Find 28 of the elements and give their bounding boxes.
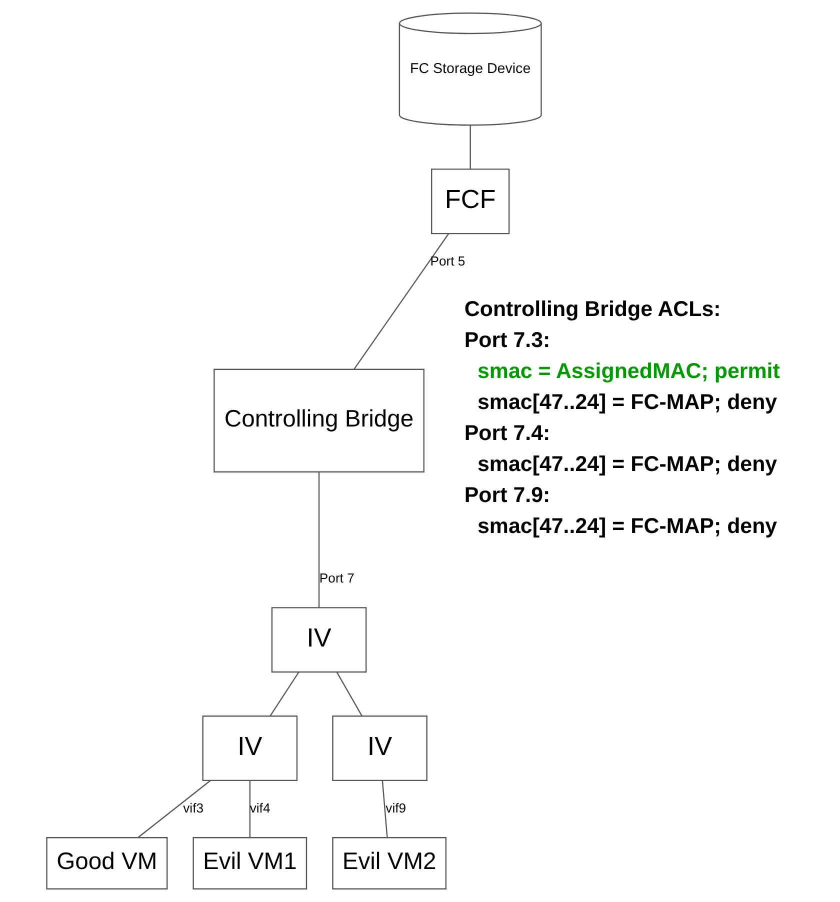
edge-label: Port 7 (319, 570, 354, 586)
edge-label: vif9 (386, 800, 406, 816)
edge-label: Port 5 (430, 253, 466, 268)
label: Port 7.9: (464, 483, 550, 508)
label: Port 7.3: (464, 328, 550, 352)
connector (270, 672, 300, 716)
connector (249, 780, 250, 838)
label: smac[47..24] = FC-MAP; deny (477, 452, 778, 476)
node-box: IV (271, 607, 367, 673)
connector (336, 672, 363, 716)
label: Controlling Bridge ACLs: (464, 297, 721, 322)
node-box: Evil VM2 (332, 837, 447, 890)
connector (470, 125, 471, 170)
node-box: Evil VM1 (192, 837, 308, 890)
node-box: Controlling Bridge (214, 368, 424, 472)
label: smac[47..24] = FC-MAP; deny (477, 390, 778, 414)
label: Port 7.4: (464, 421, 550, 446)
label: smac = AssignedMAC; permit (477, 359, 780, 384)
label: smac[47..24] = FC-MAP; deny (477, 514, 778, 538)
connector (318, 472, 320, 608)
node-box: IV (202, 716, 298, 782)
connector (138, 780, 211, 838)
edge-label: vif3 (183, 800, 204, 816)
connector (382, 780, 388, 838)
node-box: FCF (431, 168, 510, 234)
node-box: IV (332, 716, 428, 782)
node-box: Good VM (46, 837, 168, 890)
connector (354, 233, 450, 370)
